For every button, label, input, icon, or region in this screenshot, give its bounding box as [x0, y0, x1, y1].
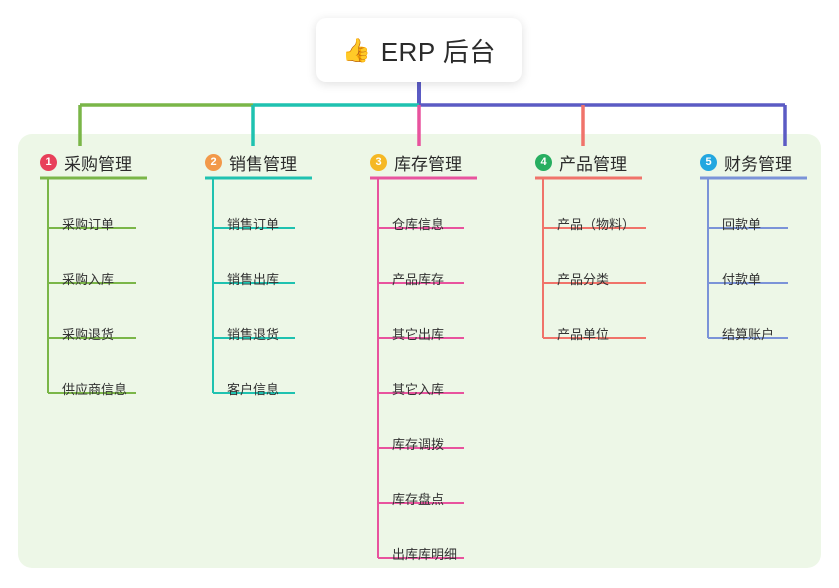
leaf-node[interactable]: 出库库明细 — [392, 547, 458, 562]
branch-number-badge: 5 — [700, 154, 717, 171]
leaf-node[interactable]: 销售退货 — [227, 327, 280, 342]
leaf-node[interactable]: 产品分类 — [557, 272, 610, 287]
branch-header-3[interactable]: 3 库存管理 — [370, 150, 462, 175]
branch-title-label: 财务管理 — [724, 155, 792, 174]
branch-title-label: 产品管理 — [559, 155, 627, 174]
thumbs-up-icon: 👍 — [342, 36, 371, 63]
leaf-node[interactable]: 产品单位 — [557, 327, 610, 342]
leaf-node[interactable]: 销售订单 — [227, 217, 280, 232]
branch-title-label: 采购管理 — [64, 155, 132, 174]
leaf-node[interactable]: 采购退货 — [62, 327, 115, 342]
leaf-node[interactable]: 产品（物料） — [557, 217, 636, 232]
leaf-node[interactable]: 产品库存 — [392, 272, 445, 287]
branch-header-2[interactable]: 2 销售管理 — [205, 150, 297, 175]
branch-header-1[interactable]: 1 采购管理 — [40, 150, 132, 175]
leaf-node[interactable]: 销售出库 — [227, 272, 280, 287]
branch-header-4[interactable]: 4 产品管理 — [535, 150, 627, 175]
branches-backdrop-panel — [18, 134, 821, 568]
branch-title-label: 库存管理 — [394, 155, 462, 174]
leaf-node[interactable]: 付款单 — [722, 272, 762, 287]
branch-number-badge: 4 — [535, 154, 552, 171]
leaf-node[interactable]: 其它出库 — [392, 327, 445, 342]
leaf-node[interactable]: 客户信息 — [227, 382, 280, 397]
branch-number-badge: 1 — [40, 154, 57, 171]
leaf-node[interactable]: 采购入库 — [62, 272, 115, 287]
leaf-node[interactable]: 仓库信息 — [392, 217, 445, 232]
leaf-node[interactable]: 供应商信息 — [62, 382, 128, 397]
root-node-title: ERP 后台 — [380, 36, 496, 67]
branch-number-badge: 3 — [370, 154, 387, 171]
leaf-node[interactable]: 库存盘点 — [392, 492, 445, 507]
branch-header-5[interactable]: 5 财务管理 — [700, 150, 792, 175]
leaf-node[interactable]: 其它入库 — [392, 382, 445, 397]
branch-title-label: 销售管理 — [229, 155, 297, 174]
leaf-node[interactable]: 结算账户 — [722, 327, 775, 342]
leaf-node[interactable]: 回款单 — [722, 217, 762, 232]
leaf-node[interactable]: 采购订单 — [62, 217, 115, 232]
leaf-node[interactable]: 库存调拨 — [392, 437, 445, 452]
branch-number-badge: 2 — [205, 154, 222, 171]
root-node-erp-backend[interactable]: 👍 ERP 后台 — [316, 18, 522, 82]
